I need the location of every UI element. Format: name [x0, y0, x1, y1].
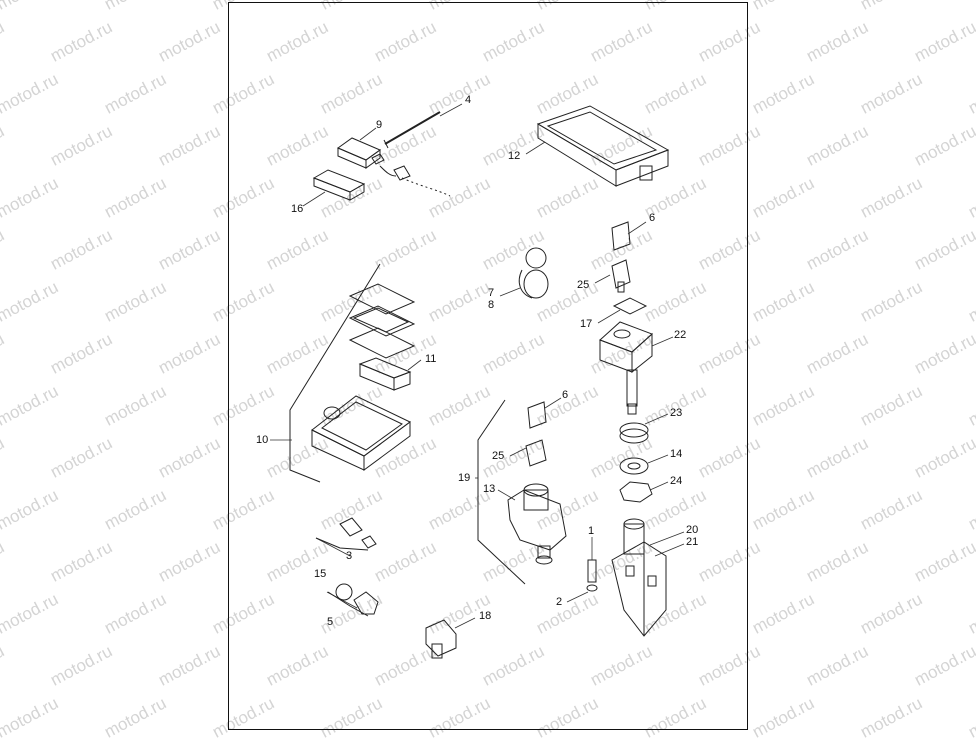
callout-24: 24: [670, 475, 683, 487]
callout-20: 20: [686, 524, 699, 536]
part-10-box: [311, 283, 416, 471]
part-12-module: [536, 105, 670, 187]
part-1-screw: [586, 559, 598, 592]
callout-17: 17: [580, 318, 593, 330]
callout-10: 10: [256, 434, 269, 446]
part-6-key-tag-top: [611, 221, 631, 293]
callout-2: 2: [556, 596, 563, 608]
leader-lines: [270, 103, 685, 629]
callout-23: 23: [670, 407, 683, 419]
callout-4: 4: [465, 94, 472, 106]
part-18-bracket: [425, 619, 457, 659]
part-9-connector: [336, 137, 385, 169]
callout-6-lower: 6: [562, 389, 569, 401]
callout-9: 9: [376, 119, 383, 131]
part-20-ignition-body: [611, 518, 667, 637]
callout-14: 14: [670, 448, 683, 460]
callout-16: 16: [291, 203, 304, 215]
callout-13: 13: [483, 483, 496, 495]
part-terminal: [379, 165, 451, 197]
callout-1: 1: [588, 525, 595, 537]
callout-15: 15: [314, 568, 327, 580]
callout-6-top: 6: [649, 212, 656, 224]
callout-7: 7: [488, 287, 495, 299]
callout-22: 22: [674, 329, 687, 341]
callout-5: 5: [327, 616, 334, 628]
part-7-cap: [518, 247, 549, 299]
callout-3: 3: [346, 550, 353, 562]
callout-18: 18: [479, 610, 492, 622]
part-22-lock-housing: [599, 321, 653, 415]
part-16-bracket: [312, 169, 366, 201]
callout-19: 19: [458, 472, 471, 484]
callout-25-lower: 25: [492, 450, 505, 462]
part-3-switch: [339, 517, 377, 549]
part-14-washer: [619, 457, 649, 475]
callout-12: 12: [508, 150, 521, 162]
callout-25-top: 25: [577, 279, 590, 291]
group-brackets: [289, 263, 526, 617]
part-23-ring: [619, 422, 649, 444]
part-24-nut: [619, 481, 653, 503]
part-6-key-tag-lower: [525, 401, 547, 467]
callout-11: 11: [425, 353, 437, 365]
callout-8: 8: [488, 299, 495, 311]
diagram-frame: [228, 2, 748, 730]
part-13-lock-cylinder: [507, 483, 567, 565]
part-17-plate: [612, 297, 648, 315]
part-5-plug: [335, 583, 379, 615]
part-4-pin: [383, 111, 441, 149]
callout-21: 21: [686, 536, 699, 548]
